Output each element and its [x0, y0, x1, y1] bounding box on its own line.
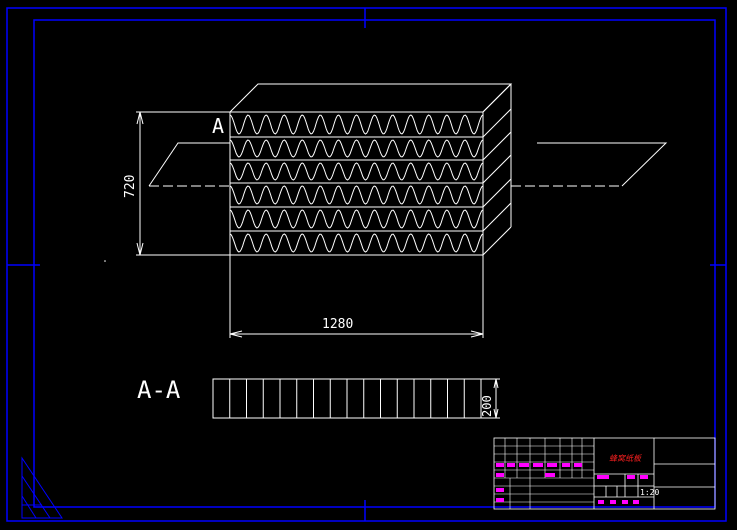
title-field-mark — [640, 475, 648, 479]
title-field-mark — [547, 463, 557, 467]
title-block-field-labels — [496, 463, 648, 504]
dimension-section-label: 200 — [480, 395, 494, 417]
board-flute-wave — [229, 209, 484, 229]
title-block-grid — [494, 438, 594, 509]
title-field-mark — [562, 463, 570, 467]
title-field-mark — [622, 500, 628, 504]
section-view-title: A-A — [137, 376, 181, 404]
section-marker-label: A — [212, 114, 224, 138]
board-side-edge — [482, 131, 512, 161]
board-side-edge — [482, 154, 512, 184]
title-field-mark — [633, 500, 639, 504]
dimension-height — [136, 111, 230, 256]
board-side-edge — [482, 178, 512, 208]
board-flute-wave — [229, 185, 484, 205]
board-flute-wave — [229, 233, 484, 253]
title-block — [493, 437, 716, 510]
title-field-mark — [496, 498, 504, 502]
orientation-triangle-icon — [21, 456, 63, 519]
board-side-edge — [482, 202, 512, 232]
drawing-frame — [6, 7, 727, 522]
title-field-mark — [533, 463, 543, 467]
title-field-mark — [627, 475, 635, 479]
board-layer — [229, 230, 484, 256]
title-field-mark — [496, 473, 504, 477]
stray-point — [104, 260, 106, 262]
board-flute-wave — [229, 114, 484, 135]
outer-border — [6, 7, 727, 522]
title-field-mark — [610, 500, 616, 504]
board-layer — [229, 111, 484, 138]
title-block-drawing-name: 蜂窝纸板 — [609, 454, 642, 463]
board-side-edge — [482, 108, 512, 138]
dimension-width — [229, 255, 484, 338]
dimension-section — [481, 378, 500, 419]
board-flute-wave — [229, 162, 484, 181]
title-field-mark — [507, 463, 515, 467]
title-block-scale: 1:20 — [640, 488, 659, 497]
title-field-mark — [519, 463, 529, 467]
title-field-mark — [574, 463, 582, 467]
honeycomb-board-stack — [229, 83, 513, 256]
stack-top-face — [229, 83, 513, 113]
title-field-mark — [598, 500, 604, 504]
inner-border — [33, 19, 716, 508]
title-field-mark — [496, 463, 504, 467]
title-field-mark — [545, 473, 555, 477]
stack-top-side-edge — [482, 83, 512, 113]
title-field-mark — [597, 475, 609, 479]
board-flute-wave — [229, 139, 484, 158]
dimension-width-label: 1280 — [322, 317, 353, 332]
section-plane — [148, 142, 668, 187]
title-field-mark — [496, 488, 504, 492]
dimension-height-label: 720 — [123, 175, 138, 198]
board-side-edge — [482, 226, 512, 256]
section-view — [212, 378, 482, 419]
